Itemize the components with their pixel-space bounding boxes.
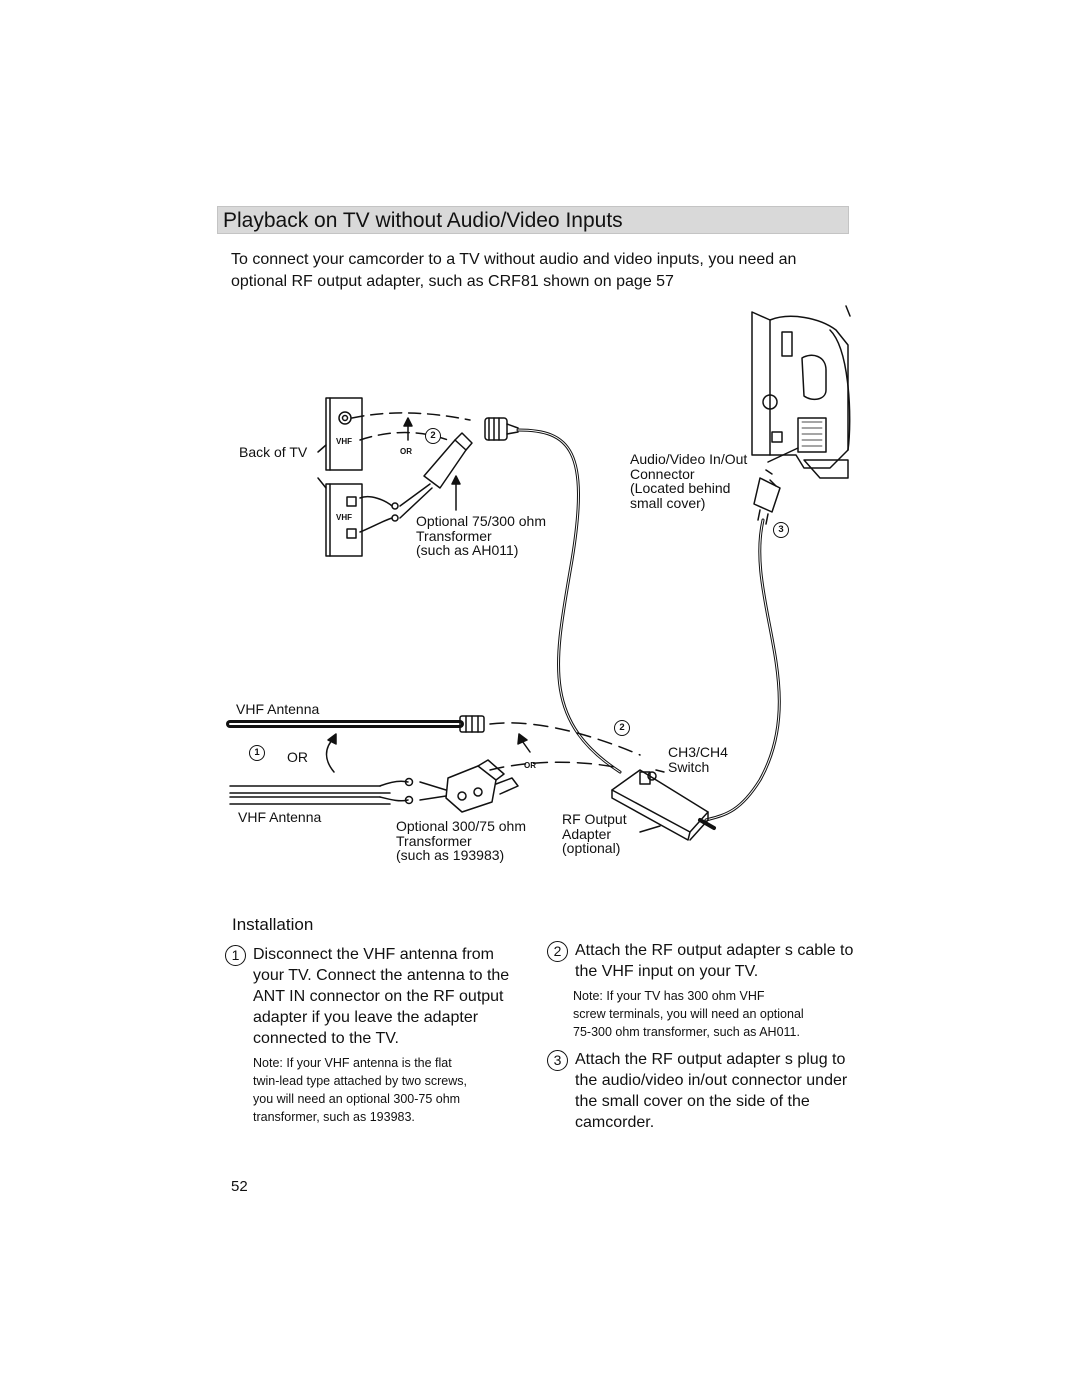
step-number: 2	[547, 941, 568, 962]
label-ch-switch: CH3/CH4 Switch	[668, 744, 728, 775]
page-number: 52	[231, 1178, 248, 1195]
label-rf-output-adapter: RF Output Adapter (optional)	[562, 811, 627, 856]
installation-heading: Installation	[232, 915, 314, 934]
step-text: Attach the RF output adapter s cable to …	[575, 942, 854, 980]
section-title: Playback on TV without Audio/Video Input…	[223, 209, 623, 232]
dashed-link-transformer	[489, 761, 621, 771]
label-or-top: OR	[400, 447, 412, 456]
intro-line: optional RF output adapter, such as CRF8…	[231, 273, 674, 290]
av-plug	[753, 469, 781, 525]
step-number: 3	[547, 1050, 568, 1071]
label-vhf-antenna-top: VHF Antenna	[236, 701, 320, 717]
callout-2-diagram: 2	[614, 720, 630, 736]
callout-2-top: 2	[425, 428, 441, 444]
step-text: Disconnect the VHF antenna from your TV.…	[253, 946, 510, 1047]
step-number: 1	[225, 945, 246, 966]
intro-paragraph: To connect your camcorder to a TV withou…	[231, 249, 861, 293]
rf-output-adapter	[611, 769, 716, 841]
label-av-connector: Audio/Video In/Out Connector (Located be…	[630, 451, 748, 511]
vhf-antenna-coax	[226, 715, 485, 733]
rf-cable	[516, 428, 622, 774]
dashed-link-antenna	[489, 722, 641, 756]
tv-back-panel-screw-terminals	[317, 477, 363, 557]
step-1-note: Note: If your VHF antenna is the flat tw…	[253, 1056, 467, 1124]
f-connector-top	[484, 417, 519, 441]
intro-line: To connect your camcorder to a TV withou…	[231, 251, 797, 268]
tv-back-panel-coax	[317, 397, 363, 471]
section-header-bar: Playback on TV without Audio/Video Input…	[217, 206, 849, 234]
label-or-transformer: OR	[524, 761, 536, 770]
dashed-link-top	[351, 412, 471, 421]
callout-3-diagram: 3	[773, 522, 789, 538]
av-cable	[704, 518, 781, 822]
transformer-75-300	[359, 432, 473, 533]
label-vhf-antenna-bottom: VHF Antenna	[238, 809, 322, 825]
callout-1-diagram: 1	[249, 745, 265, 761]
camcorder-illustration	[751, 305, 851, 479]
step-text: Attach the RF output adapter s plug to t…	[575, 1051, 848, 1131]
transformer-300-75	[419, 759, 519, 813]
label-transformer-75-300: Optional 75/300 ohm Transformer (such as…	[416, 513, 546, 558]
twin-lead-cable	[229, 777, 414, 805]
label-vhf-plate-2: VHF	[336, 513, 352, 522]
step-2-note: Note: If your TV has 300 ohm VHF screw t…	[573, 989, 804, 1039]
label-transformer-300-75: Optional 300/75 ohm Transformer (such as…	[396, 818, 526, 863]
label-vhf-plate-1: VHF	[336, 437, 352, 446]
label-or-antenna: OR	[287, 749, 308, 765]
label-back-of-tv: Back of TV	[239, 444, 308, 460]
